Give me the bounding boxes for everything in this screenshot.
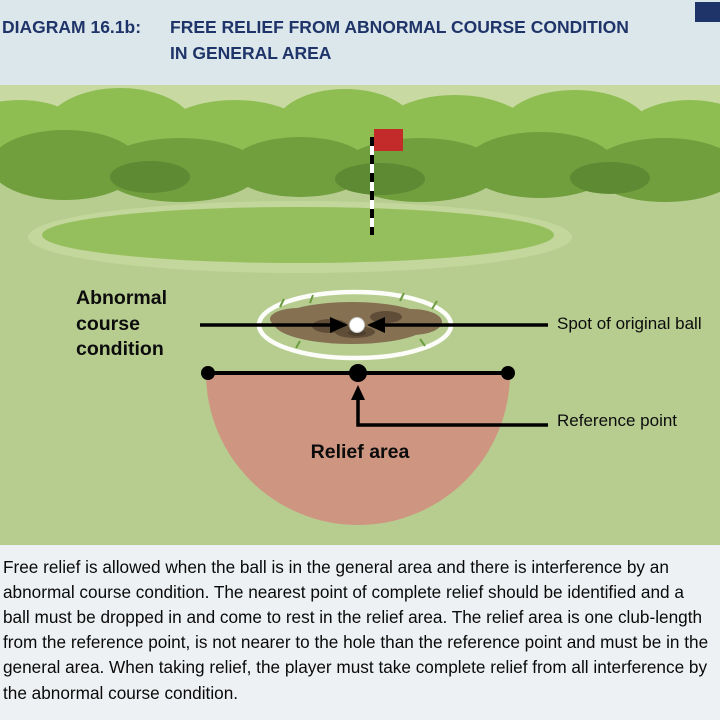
relief-area	[201, 364, 515, 525]
course-scene-svg	[0, 85, 720, 545]
club-length-end-dot-left	[201, 366, 215, 380]
putting-green	[28, 201, 572, 273]
relief-area-label: Relief area	[310, 441, 410, 463]
grass-tufts	[279, 292, 438, 349]
abnormal-course-condition-label: Abnormal course condition	[76, 287, 168, 361]
callout-arrows	[200, 323, 548, 427]
reference-point-label: Reference point	[557, 411, 678, 430]
tree-band	[0, 88, 720, 202]
diagram-number: DIAGRAM 16.1b:	[2, 17, 142, 37]
flag-icon	[374, 129, 403, 151]
spot-of-original-ball-label: Spot of original ball	[557, 314, 702, 333]
diagram-title: FREE RELIEF FROM ABNORMAL COURSE CONDITI…	[170, 14, 629, 67]
reference-point-dot	[349, 364, 367, 382]
diagram-header: DIAGRAM 16.1b: FREE RELIEF FROM ABNORMAL…	[0, 0, 720, 85]
club-length-end-dot-right	[501, 366, 515, 380]
corner-mark	[695, 2, 720, 22]
arrowheads	[330, 317, 385, 400]
diagram-title-line1: FREE RELIEF FROM ABNORMAL COURSE CONDITI…	[170, 17, 629, 37]
golf-ball	[348, 317, 366, 336]
diagram-title-line2: IN GENERAL AREA	[170, 43, 332, 64]
golf-course-illustration	[0, 85, 720, 545]
reference-arrowhead-icon	[351, 385, 365, 400]
rule-explanation-text: Free relief is allowed when the ball is …	[0, 545, 720, 720]
spot-arrowhead-icon	[367, 317, 385, 333]
reference-arrow-line	[356, 397, 548, 427]
abnormal-arrowhead-icon	[330, 317, 348, 333]
flagstick	[370, 129, 403, 235]
